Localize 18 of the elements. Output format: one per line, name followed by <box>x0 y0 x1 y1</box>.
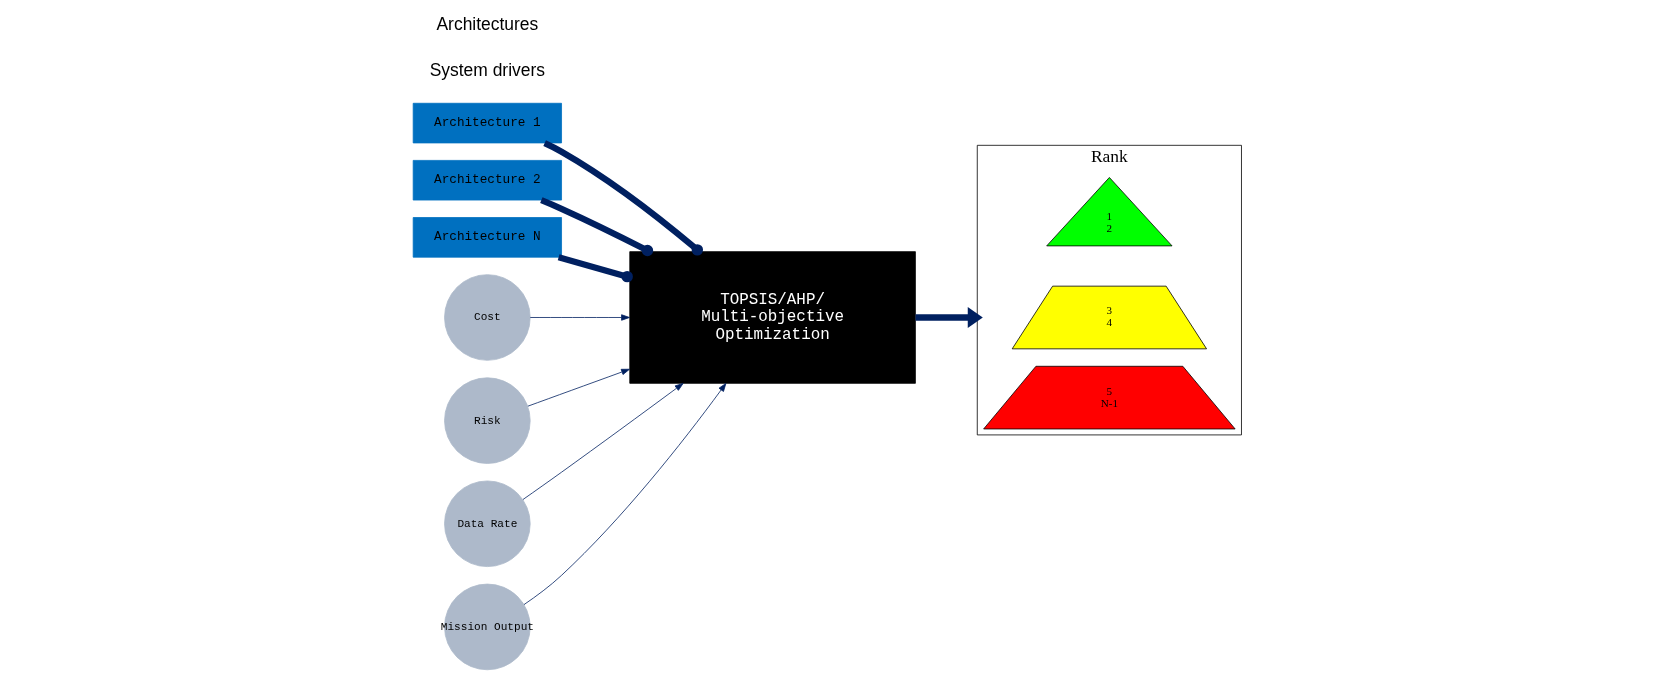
node-box: Architecture 1 <box>412 102 562 144</box>
node-box: Architecture N <box>412 217 562 258</box>
arrow <box>527 368 630 407</box>
label: Architectures <box>435 13 538 34</box>
node-box: Architecture 2 <box>412 160 562 201</box>
node-circle: Mission Output <box>443 583 531 671</box>
node-circle: Risk <box>443 377 531 464</box>
connector <box>542 140 703 256</box>
arrow <box>522 383 683 500</box>
arrow <box>523 383 726 605</box>
connector <box>557 254 633 283</box>
node-circle: Data Rate <box>443 480 531 567</box>
connector <box>539 197 653 257</box>
node-box: TOPSIS/AHP/ Multi-objective Optimization <box>628 251 916 384</box>
arrow <box>529 314 630 321</box>
node-circle: Cost <box>443 274 531 361</box>
label: System drivers <box>429 59 545 80</box>
arrow <box>915 306 983 329</box>
